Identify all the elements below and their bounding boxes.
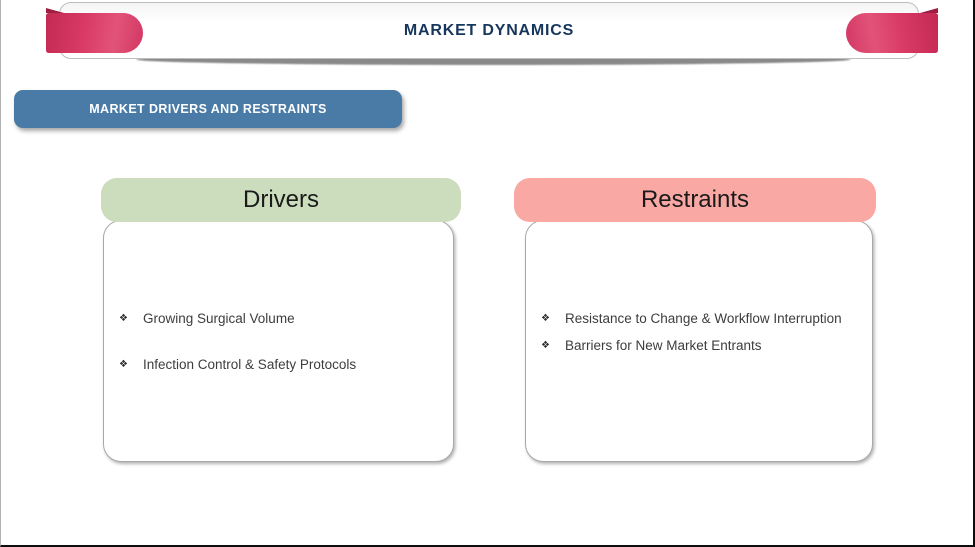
section-banner-label: MARKET DRIVERS AND RESTRAINTS — [89, 102, 327, 116]
ribbon-left — [46, 8, 143, 53]
title-banner: MARKET DYNAMICS — [59, 2, 919, 59]
ribbon-right — [846, 8, 938, 53]
list-item: ❖ Growing Surgical Volume — [119, 309, 445, 329]
drivers-card-header: Drivers — [101, 178, 461, 222]
list-item: ❖ Resistance to Change & Workflow Interr… — [541, 309, 864, 329]
page-title: MARKET DYNAMICS — [403, 21, 575, 39]
drivers-card-title: Drivers — [243, 186, 319, 213]
diamond-bullet-icon: ❖ — [119, 313, 128, 324]
banner-shadow — [136, 54, 851, 65]
restraints-card-body: ❖ Resistance to Change & Workflow Interr… — [525, 220, 873, 462]
list-item-text: Infection Control & Safety Protocols — [143, 356, 357, 372]
restraints-card-title: Restraints — [640, 186, 750, 213]
diamond-bullet-icon: ❖ — [119, 358, 128, 370]
list-item: ❖ Infection Control & Safety Protocols — [119, 355, 445, 375]
restraints-list: ❖ Resistance to Change & Workflow Interr… — [526, 221, 872, 355]
restraints-card-header: Restraints — [514, 178, 876, 222]
list-item-text: Growing Surgical Volume — [143, 311, 295, 326]
diamond-bullet-icon: ❖ — [541, 313, 550, 324]
diamond-bullet-icon: ❖ — [541, 339, 550, 351]
section-banner: MARKET DRIVERS AND RESTRAINTS — [14, 90, 402, 128]
list-item-text: Barriers for New Market Entrants — [565, 337, 762, 353]
drivers-list: ❖ Growing Surgical Volume ❖ Infection Co… — [104, 221, 453, 374]
drivers-card-body: ❖ Growing Surgical Volume ❖ Infection Co… — [103, 220, 454, 462]
list-item: ❖ Barriers for New Market Entrants — [541, 336, 864, 356]
list-item-text: Resistance to Change & Workflow Interrup… — [565, 311, 842, 326]
